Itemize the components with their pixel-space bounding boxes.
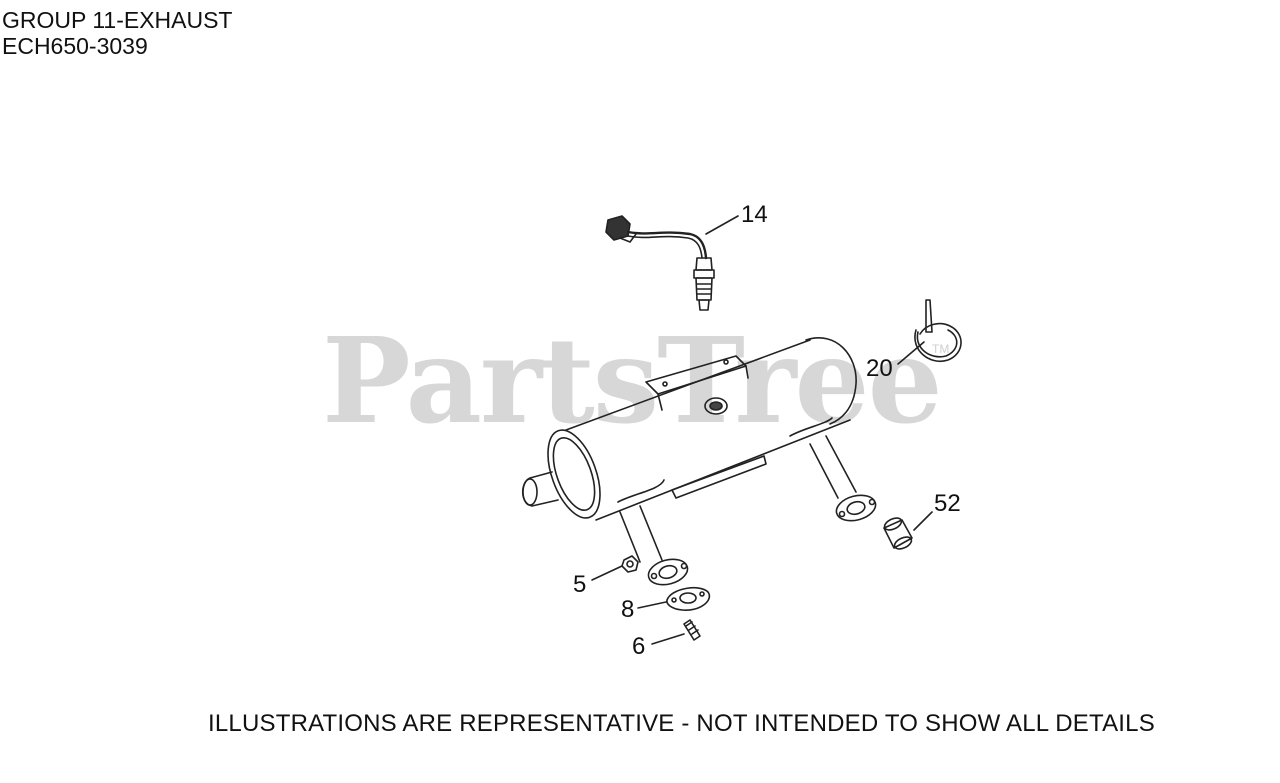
gasket-part[interactable] — [666, 586, 711, 611]
callout-52[interactable]: 52 — [934, 490, 961, 517]
callout-6[interactable]: 6 — [632, 633, 645, 660]
leader-5 — [591, 565, 623, 581]
nut-part[interactable] — [621, 555, 639, 573]
leader-52 — [913, 511, 933, 531]
callout-14[interactable]: 14 — [741, 201, 768, 228]
model-number: ECH650-3039 — [2, 33, 148, 59]
leader-14 — [705, 215, 739, 235]
cable-tie-part[interactable] — [914, 299, 962, 363]
oxygen-sensor-part[interactable] — [605, 215, 715, 311]
muffler-body[interactable] — [521, 337, 857, 525]
trademark-mark: TM — [932, 342, 950, 356]
group-title: GROUP 11-EXHAUST — [2, 7, 233, 33]
disclaimer-text: ILLUSTRATIONS ARE REPRESENTATIVE - NOT I… — [208, 710, 1155, 737]
callout-5[interactable]: 5 — [573, 571, 586, 598]
spacer-part[interactable] — [883, 516, 914, 552]
leader-8 — [637, 601, 667, 609]
callout-20[interactable]: 20 — [866, 355, 893, 382]
leader-20 — [897, 341, 925, 365]
leader-6 — [651, 633, 685, 645]
stud-part[interactable] — [683, 619, 701, 641]
callout-8[interactable]: 8 — [621, 596, 634, 623]
exhaust-pipe-left[interactable] — [617, 479, 690, 589]
exhaust-pipe-right[interactable] — [789, 417, 878, 525]
